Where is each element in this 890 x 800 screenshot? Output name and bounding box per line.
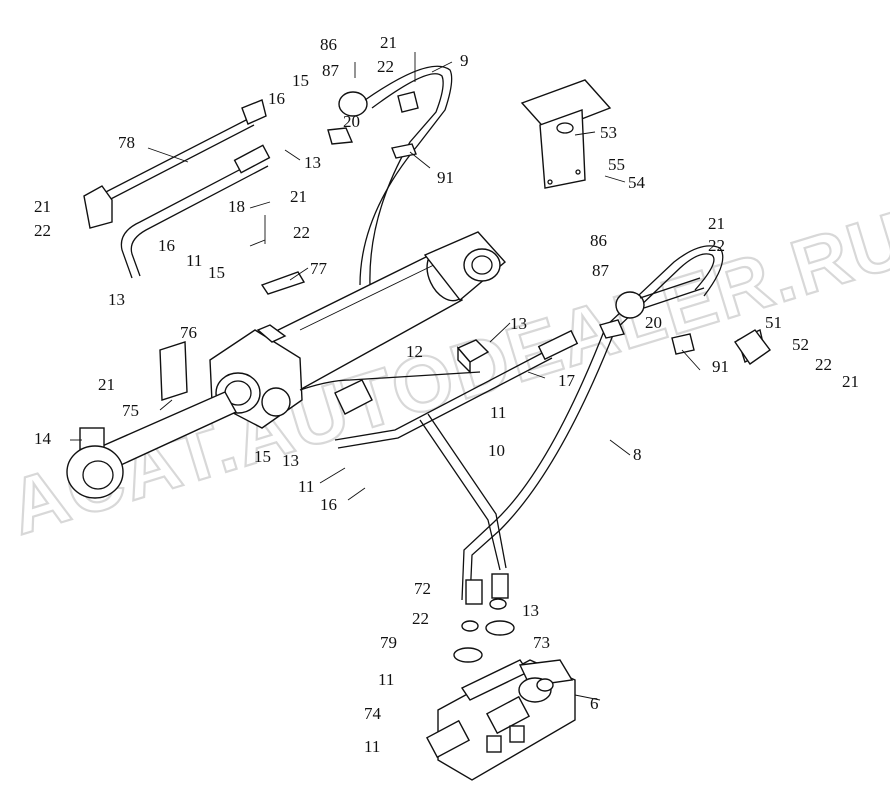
callout-53: 53 — [600, 123, 617, 142]
callout-10: 10 — [488, 441, 505, 460]
callout-13: 13 — [108, 290, 125, 309]
callout-52: 52 — [792, 335, 809, 354]
callout-21: 21 — [98, 375, 115, 394]
callout-11: 11 — [298, 477, 314, 496]
callout-86: 86 — [590, 231, 607, 250]
callout-75: 75 — [122, 401, 139, 420]
callout-8: 8 — [633, 445, 642, 464]
callout-15: 15 — [208, 263, 225, 282]
callout-12: 12 — [406, 342, 423, 361]
callout-13: 13 — [304, 153, 321, 172]
tube-assembly-upper — [83, 91, 368, 279]
callout-22: 22 — [34, 221, 51, 240]
callout-16: 16 — [320, 495, 337, 514]
callout-18: 18 — [228, 197, 245, 216]
callout-91: 91 — [437, 168, 454, 187]
callout-22: 22 — [412, 609, 429, 628]
callout-13: 13 — [282, 451, 299, 470]
callout-11: 11 — [364, 737, 380, 756]
pipe-9 — [359, 65, 453, 286]
callout-77: 77 — [310, 259, 328, 278]
callout-79: 79 — [380, 633, 397, 652]
callout-91: 91 — [712, 357, 729, 376]
callout-16: 16 — [158, 236, 175, 255]
callout-22: 22 — [377, 57, 394, 76]
callout-6: 6 — [590, 694, 599, 713]
callout-73: 73 — [533, 633, 550, 652]
pipe-8 — [419, 245, 724, 605]
callout-21: 21 — [34, 197, 51, 216]
callout-87: 87 — [592, 261, 610, 280]
pipe-17 — [299, 329, 579, 449]
callout-14: 14 — [34, 429, 52, 448]
callout-54: 54 — [628, 173, 646, 192]
callout-20: 20 — [645, 313, 662, 332]
callout-15: 15 — [254, 447, 271, 466]
callout-13: 13 — [522, 601, 539, 620]
callout-21: 21 — [842, 372, 859, 391]
callout-11: 11 — [378, 670, 394, 689]
callout-20: 20 — [343, 112, 360, 131]
plate-51 — [734, 329, 771, 365]
callout-22: 22 — [293, 223, 310, 242]
callout-17: 17 — [558, 371, 576, 390]
callout-55: 55 — [608, 155, 625, 174]
callout-86: 86 — [320, 35, 337, 54]
callout-78: 78 — [118, 133, 135, 152]
callout-21: 21 — [708, 214, 725, 233]
callout-11: 11 — [186, 251, 202, 270]
callout-16: 16 — [268, 89, 285, 108]
callout-22: 22 — [815, 355, 832, 374]
callout-9: 9 — [460, 51, 469, 70]
callout-15: 15 — [292, 71, 309, 90]
callout-13: 13 — [510, 314, 527, 333]
callout-11: 11 — [490, 403, 506, 422]
leader-lines — [70, 52, 701, 701]
callout-72: 72 — [414, 579, 431, 598]
control-valve-6 — [425, 598, 576, 781]
callout-21: 21 — [380, 33, 397, 52]
callout-74: 74 — [364, 704, 382, 723]
hydraulic-cylinder-drawing — [66, 231, 507, 499]
callout-21: 21 — [290, 187, 307, 206]
callout-51: 51 — [765, 313, 782, 332]
callout-76: 76 — [180, 323, 197, 342]
callout-87: 87 — [322, 61, 340, 80]
bracket-53-drawing — [520, 79, 612, 189]
callout-22: 22 — [708, 236, 725, 255]
